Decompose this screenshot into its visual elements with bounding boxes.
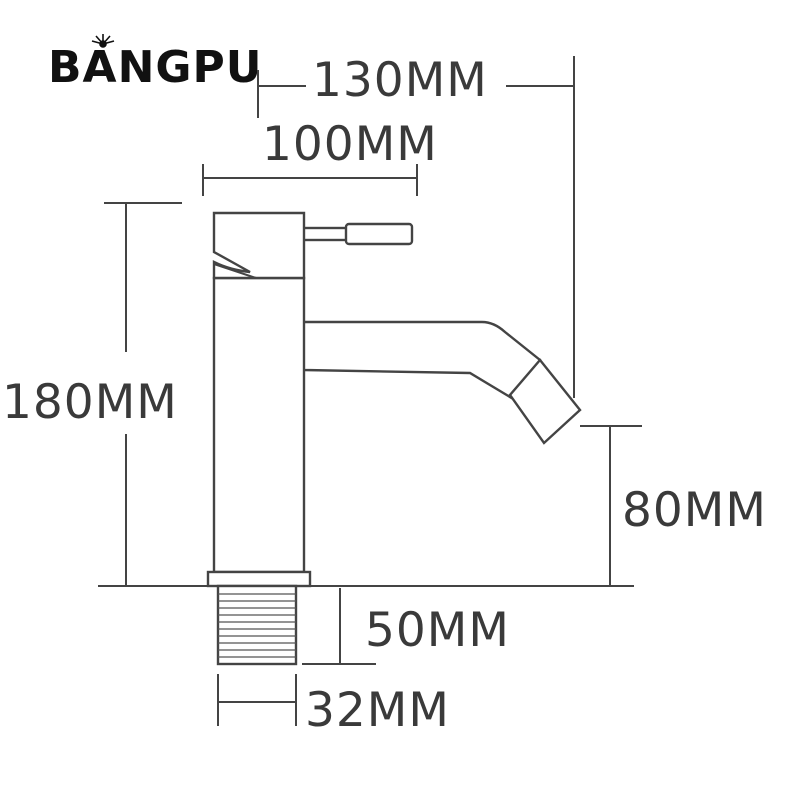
- dimension-label-180mm: 180MM: [2, 375, 178, 430]
- threaded-shank: [216, 584, 298, 666]
- base-ring: [206, 570, 312, 588]
- dimension-thread-length: 50MM: [302, 588, 510, 665]
- lever-grip: [344, 222, 414, 246]
- dimension-label-80mm: 80MM: [622, 483, 767, 538]
- dimension-spout-height: 80MM: [580, 425, 767, 586]
- brand-logo-text: BANGPU: [48, 42, 263, 93]
- brand-logo: BANGPU: [48, 34, 263, 93]
- dimension-label-130mm: 130MM: [312, 53, 488, 108]
- sun-burst-icon: [91, 34, 115, 48]
- dimension-total-height: 180MM: [2, 202, 182, 586]
- faucet-body: [212, 276, 306, 574]
- spout-aerator: [508, 358, 582, 445]
- dimension-handle-length: 100MM: [202, 117, 438, 196]
- dimension-label-32mm: 32MM: [305, 683, 450, 738]
- dimension-label-100mm: 100MM: [262, 117, 438, 172]
- lever-stem: [300, 226, 354, 242]
- dimension-label-50mm: 50MM: [365, 603, 510, 658]
- dimension-total-reach: 130MM: [257, 53, 575, 398]
- thread-lines: [218, 593, 296, 658]
- dimension-thread-diameter: 32MM: [217, 674, 450, 738]
- faucet-spout: [288, 320, 542, 402]
- faucet-drawing: [206, 211, 582, 666]
- cap-bevel-line: [213, 263, 257, 279]
